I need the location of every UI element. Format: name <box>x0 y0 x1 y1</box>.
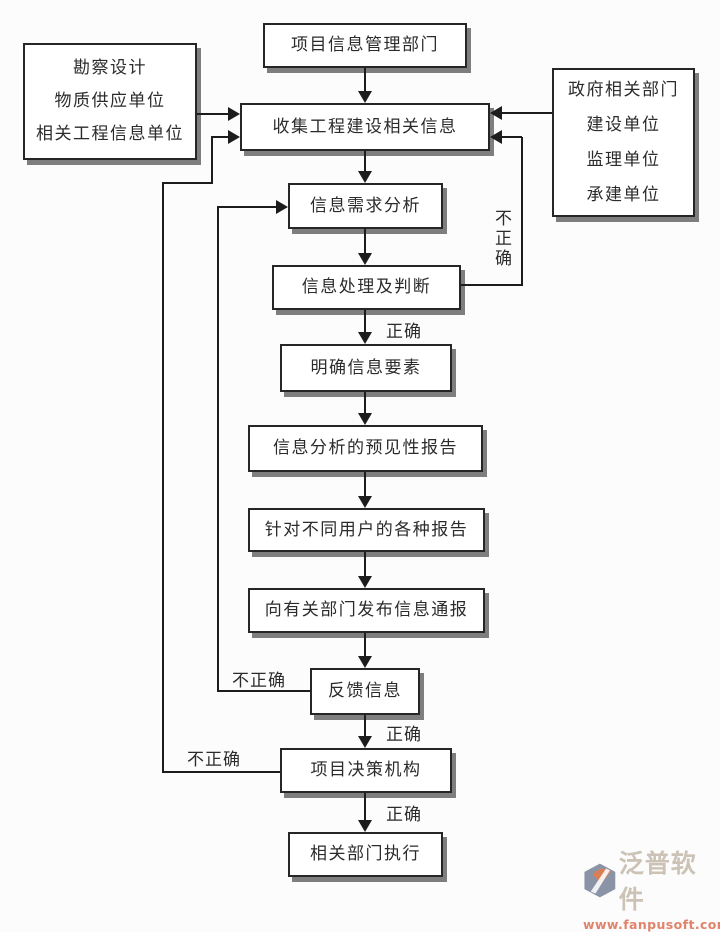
node-label-line: 物质供应单位 <box>54 91 166 111</box>
node-publish-notice: 向有关部门发布信息通报 <box>248 588 485 633</box>
line <box>162 182 213 184</box>
line <box>217 206 219 692</box>
line <box>364 229 366 254</box>
node-government-sources: 政府相关部门 建设单位 监理单位 承建单位 <box>552 68 695 217</box>
line <box>364 633 366 657</box>
watermark-url: www.fanpusoft.com <box>583 917 720 932</box>
node-collect-info: 收集工程建设相关信息 <box>240 103 490 151</box>
node-label: 收集工程建设相关信息 <box>272 116 458 137</box>
arrow-down-icon <box>358 820 372 832</box>
label-correct-after-feedback: 正确 <box>386 725 422 745</box>
node-label: 明确信息要素 <box>310 357 422 378</box>
node-predictive-report: 信息分析的预见性报告 <box>248 425 483 472</box>
node-decision-body: 项目决策机构 <box>280 748 452 793</box>
flowchart-canvas: 项目信息管理部门 勘察设计 物质供应单位 相关工程信息单位 收集工程建设相关信息… <box>23 23 720 932</box>
node-label: 反馈信息 <box>328 681 402 702</box>
line <box>218 690 310 692</box>
node-label-line: 勘察设计 <box>73 58 147 78</box>
line <box>364 151 366 172</box>
arrow-right-icon <box>228 107 240 121</box>
node-label: 信息处理及判断 <box>301 277 432 298</box>
arrow-down-icon <box>358 253 372 265</box>
line <box>197 113 228 115</box>
line <box>364 552 366 577</box>
node-label-line: 相关工程信息单位 <box>36 124 184 144</box>
line <box>461 284 523 286</box>
node-label: 向有关部门发布信息通报 <box>264 600 469 621</box>
line <box>211 136 228 138</box>
node-demand-analysis: 信息需求分析 <box>288 183 443 229</box>
line <box>219 206 276 208</box>
line <box>502 136 522 138</box>
line <box>364 68 366 92</box>
line <box>211 137 213 184</box>
node-label: 信息分析的预见性报告 <box>273 438 458 459</box>
node-label: 针对不同用户的各种报告 <box>264 519 469 540</box>
node-label: 项目决策机构 <box>310 760 422 781</box>
node-label-line: 承建单位 <box>586 184 661 205</box>
line <box>163 771 280 773</box>
line <box>521 137 523 286</box>
line <box>162 183 164 773</box>
label-incorrect-process: 不正确 <box>491 209 511 269</box>
node-survey-design-sources: 勘察设计 物质供应单位 相关工程信息单位 <box>23 43 197 160</box>
arrow-down-icon <box>358 413 372 425</box>
arrow-right-icon <box>276 200 288 214</box>
arrow-down-icon <box>358 656 372 668</box>
arrow-down-icon <box>358 91 372 103</box>
arrow-right-icon <box>228 130 240 144</box>
arrow-down-icon <box>358 496 372 508</box>
arrow-down-icon <box>358 576 372 588</box>
arrow-left-icon <box>490 106 502 120</box>
node-project-info-dept: 项目信息管理部门 <box>263 23 467 68</box>
line <box>364 310 366 333</box>
label-correct-after-decision: 正确 <box>386 805 422 825</box>
arrow-down-icon <box>358 736 372 748</box>
node-info-processing: 信息处理及判断 <box>272 265 461 310</box>
node-feedback-info: 反馈信息 <box>310 668 420 715</box>
line <box>364 715 366 737</box>
arrow-down-icon <box>358 171 372 183</box>
label-correct-after-process: 正确 <box>386 322 422 342</box>
arrow-down-icon <box>358 332 372 344</box>
node-label: 项目信息管理部门 <box>291 35 439 56</box>
node-label-line: 建设单位 <box>586 114 661 135</box>
watermark: 泛普软件 www.fanpusoft.com <box>583 844 720 932</box>
label-incorrect-feedback: 不正确 <box>232 671 286 691</box>
node-label-line: 监理单位 <box>586 149 661 170</box>
line <box>502 112 552 114</box>
fanpu-logo-icon <box>584 863 616 897</box>
arrow-left-icon <box>490 130 502 144</box>
label-incorrect-decision: 不正确 <box>187 750 241 770</box>
watermark-name: 泛普软件 <box>618 849 697 914</box>
node-clarify-elements: 明确信息要素 <box>280 344 452 392</box>
node-label-line: 政府相关部门 <box>568 79 679 100</box>
line <box>364 472 366 497</box>
node-label: 信息需求分析 <box>310 195 421 216</box>
line <box>364 392 366 414</box>
node-execute-dept: 相关部门执行 <box>288 832 443 877</box>
line <box>364 793 366 821</box>
node-user-reports: 针对不同用户的各种报告 <box>248 508 485 552</box>
node-label: 相关部门执行 <box>310 844 421 865</box>
